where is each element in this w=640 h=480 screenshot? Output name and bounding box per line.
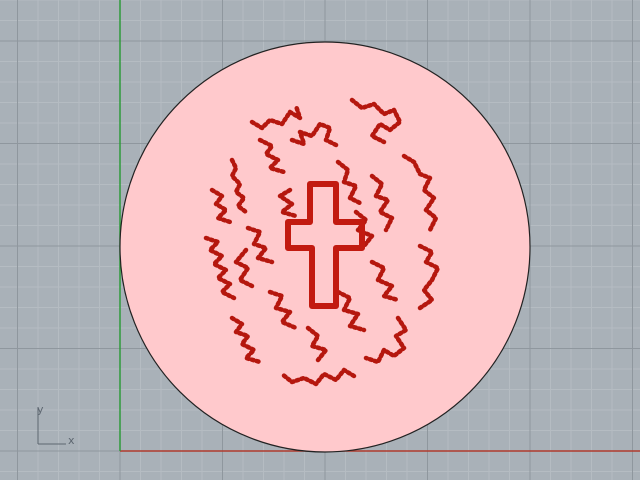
circular-disc-object[interactable] [119, 41, 531, 453]
gizmo-y-label: y [37, 403, 44, 416]
axis-gizmo [37, 408, 66, 445]
maze-curve-object[interactable] [203, 97, 441, 387]
cross-outline-object[interactable] [285, 181, 365, 309]
gizmo-x-label: x [68, 434, 75, 447]
maze-cross-stitch-pattern[interactable] [203, 97, 441, 387]
